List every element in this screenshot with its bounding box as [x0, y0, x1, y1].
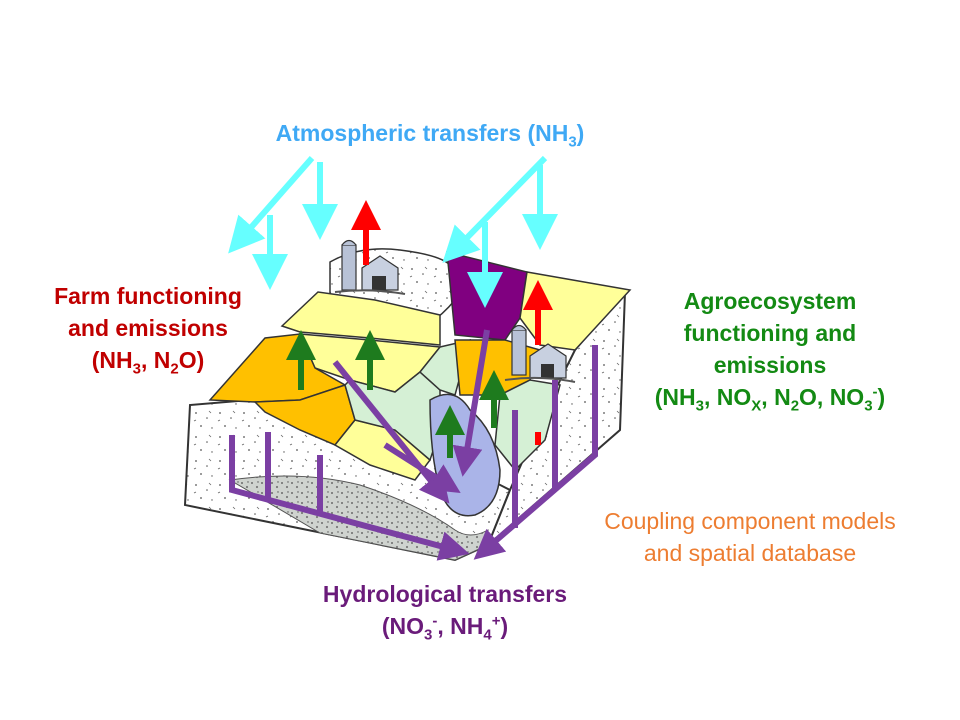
purple-collector-right	[473, 345, 598, 560]
farm-emission-arrows	[351, 200, 553, 445]
hydrological-transfers-label: Hydrological transfers (NO3-, NH4+)	[322, 581, 568, 644]
farm-building-left	[334, 239, 406, 295]
purple-collector-left	[229, 435, 470, 561]
farm-building-right	[504, 324, 576, 383]
farm-functioning-label: Farm functioning and emissions (NH3, N2O…	[54, 283, 242, 378]
cyan-arrow-left-diag	[228, 156, 315, 254]
agro-emission-arrows	[286, 330, 509, 458]
cyan-arrow-right-diag	[442, 155, 548, 263]
purple-arrow-diag-3	[383, 442, 461, 494]
hydrological-arrows	[229, 329, 598, 561]
purple-arrow-diag-2	[452, 329, 490, 477]
atmospheric-arrows	[228, 155, 558, 308]
atmospheric-transfers-label: Atmospheric transfers (NH3)	[275, 120, 585, 151]
agroecosystem-label: Agroecosystem functioning and emissions …	[654, 288, 886, 415]
coupling-label: Coupling component models and spatial da…	[604, 508, 896, 566]
